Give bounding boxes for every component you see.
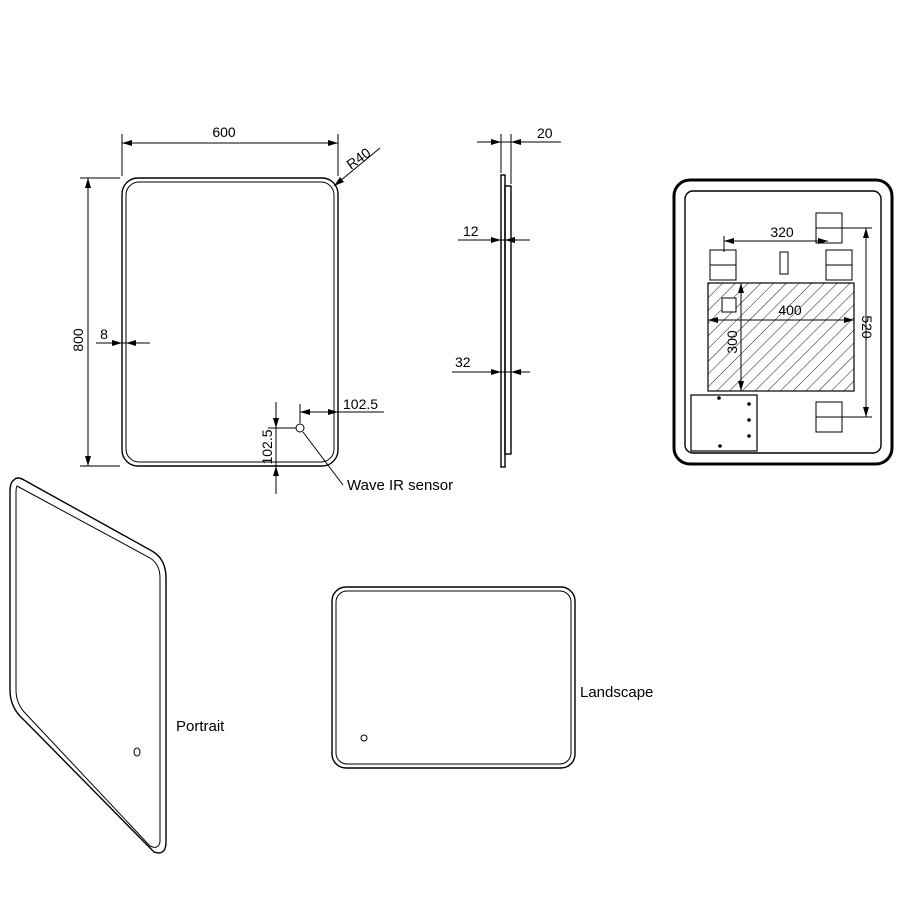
side-frame-profile	[504, 185, 512, 455]
dimension-sensor-x: 102.5	[299, 396, 384, 423]
dimension-radius-label: R40	[343, 144, 373, 172]
dimension-radius: R40	[333, 144, 381, 187]
dimension-height-label: 800	[70, 328, 86, 352]
landscape-label: Landscape	[580, 684, 653, 701]
back-inner-frame	[684, 190, 882, 454]
front-mirror-inner-outline	[125, 181, 335, 463]
back-outer-frame	[672, 178, 894, 466]
dimension-hatch-height: 300	[724, 283, 744, 391]
dimension-sensor-y-label: 102.5	[259, 429, 275, 464]
portrait-label: Portrait	[176, 718, 225, 735]
dimension-bracket-spacing: 320	[723, 224, 828, 252]
dimension-side-bottom: 32	[452, 354, 530, 375]
dimension-border-label: 8	[100, 326, 108, 342]
dimension-hatch-width-label: 400	[778, 302, 802, 318]
front-mirror-outline	[121, 177, 339, 467]
dimension-height: 800	[70, 177, 120, 467]
portrait-sensor-icon	[133, 747, 141, 757]
driver-box	[690, 394, 758, 452]
dimension-vertical-span-label: 520	[859, 315, 875, 339]
dimension-width: 600	[121, 124, 339, 176]
landscape-outline	[331, 586, 576, 769]
dimension-hatch-height-label: 300	[724, 330, 740, 354]
dimension-width-label: 600	[212, 124, 236, 140]
portrait-view: Portrait	[9, 477, 225, 854]
back-view: 320 400 300 520	[672, 178, 894, 466]
dimension-bracket-spacing-label: 320	[770, 224, 794, 240]
connector-slot	[779, 251, 789, 275]
sensor-callout-label: Wave IR sensor	[347, 477, 453, 494]
dimension-side-depth-label: 20	[537, 125, 553, 141]
dimension-side-glass: 12	[458, 223, 530, 243]
landscape-sensor-icon	[360, 734, 368, 742]
hatch-corner-box	[721, 297, 737, 313]
dimension-sensor-x-label: 102.5	[343, 396, 378, 412]
dimension-sensor-y: 102.5	[259, 402, 296, 494]
front-view: 600 800 8 R40	[70, 124, 453, 494]
dimension-side-bottom-label: 32	[455, 354, 471, 370]
dimension-border: 8	[96, 326, 150, 346]
dimension-side-glass-label: 12	[463, 223, 479, 239]
ir-sensor-marker	[295, 423, 305, 433]
dimension-side-depth: 20	[477, 125, 561, 184]
side-view: 20 12 32	[452, 125, 561, 468]
landscape-inner-outline	[335, 590, 572, 765]
portrait-inner-outline	[15, 485, 161, 848]
dimension-hatch-width: 400	[708, 302, 854, 323]
landscape-view: Landscape	[331, 586, 653, 769]
portrait-outline	[9, 477, 167, 854]
sensor-callout: Wave IR sensor	[302, 431, 453, 494]
dimension-vertical-span: 520	[842, 227, 875, 418]
